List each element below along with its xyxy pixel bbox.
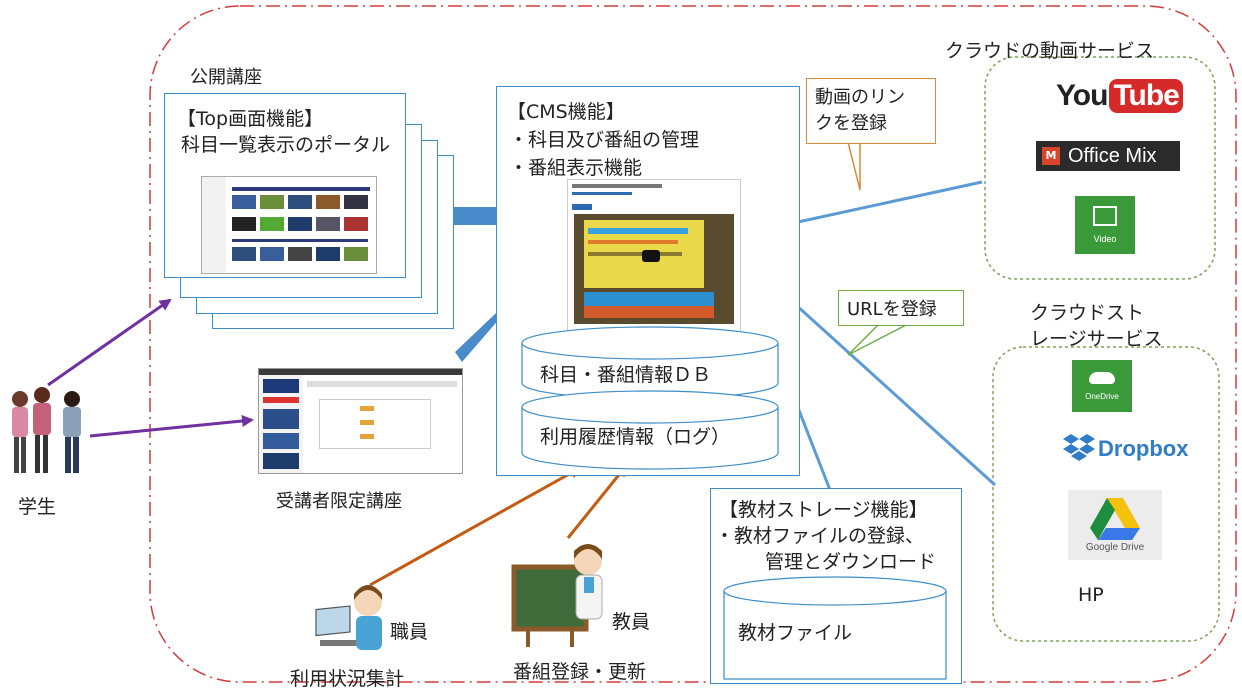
dropbox-icon <box>1063 434 1095 461</box>
public-course-label: 公開講座 <box>190 67 262 88</box>
office-mix-icon: M <box>1042 147 1060 165</box>
restricted-course-screenshot <box>258 368 463 474</box>
teacher-task-label: 番組登録・更新 <box>513 661 647 683</box>
storage-line-2: 管理とダウンロード <box>765 551 937 573</box>
url-register-text: URLを登録 <box>847 299 937 320</box>
top-box-title: 【Top画面機能】 <box>177 108 324 130</box>
materials-cylinder <box>723 576 947 680</box>
cms-box-title: 【CMS機能】 <box>507 101 625 123</box>
staff-label: 職員 <box>390 621 429 643</box>
cms-item-2: ・番組表示機能 <box>509 157 643 179</box>
video-link-callout: 動画のリン クを登録 <box>806 78 936 144</box>
staff-to-log-arrow <box>369 466 582 587</box>
cms-item-1: ・科目及び番組の管理 <box>509 129 700 151</box>
youtube-you-text: You <box>1056 79 1108 112</box>
hp-label: HP <box>1078 584 1104 606</box>
top-function-box: 【Top画面機能】 科目一覧表示のポータル <box>164 93 406 278</box>
storage-line-1: ・教材ファイルの登録、 <box>715 525 925 547</box>
google-drive-logo: Google Drive <box>1068 490 1162 560</box>
staff-task-label: 利用状況集計 <box>290 668 405 690</box>
db-cylinders <box>521 326 779 470</box>
materials-label: 教材ファイル <box>738 622 853 644</box>
youtube-logo: You Tube <box>1056 76 1183 116</box>
google-drive-text: Google Drive <box>1085 541 1145 553</box>
google-drive-icon <box>1090 497 1140 540</box>
video-link-line-1: 動画のリン <box>815 87 905 108</box>
video-link-line-2: クを登録 <box>815 113 887 134</box>
storage-box-title: 【教材ストレージ機能】 <box>719 499 928 521</box>
staff-illustration <box>315 585 382 650</box>
cloud-storage-label-2: レージサービス <box>1030 328 1163 350</box>
video-icon <box>1093 206 1117 226</box>
url-register-callout: URLを登録 <box>838 290 964 326</box>
onedrive-text: OneDrive <box>1085 391 1119 401</box>
db-usage-log: 利用履歴情報（ログ） <box>540 426 731 448</box>
top-box-subtitle: 科目一覧表示のポータル <box>181 134 391 156</box>
student-to-top-arrow <box>47 298 172 387</box>
dropbox-logo: Dropbox <box>1062 432 1188 466</box>
dropbox-text: Dropbox <box>1098 436 1189 461</box>
student-label: 学生 <box>18 496 57 518</box>
top-to-cms-arrow <box>420 196 540 236</box>
office-mix-logo: M Office Mix <box>1036 141 1180 171</box>
db-subject-program: 科目・番組情報ＤＢ <box>540 364 712 386</box>
video-text: Video <box>1093 234 1117 244</box>
teacher-illustration <box>511 544 603 647</box>
cloud-storage-label-1: クラウドスト <box>1030 302 1145 324</box>
student-to-restricted-arrow <box>89 415 254 438</box>
youtube-tube-text: Tube <box>1109 79 1183 113</box>
video-app-logo: Video <box>1075 196 1135 254</box>
teacher-to-log-arrow <box>566 464 628 539</box>
restricted-course-label: 受講者限定講座 <box>276 491 402 512</box>
students-illustration <box>12 387 81 473</box>
onedrive-logo: OneDrive <box>1072 360 1132 412</box>
onedrive-cloud-icon <box>1089 371 1115 384</box>
office-mix-text: Office Mix <box>1068 144 1157 167</box>
teacher-label: 教員 <box>612 611 651 633</box>
cloud-video-label: クラウドの動画サービス <box>945 40 1155 62</box>
system-boundary <box>149 5 1237 683</box>
portal-screenshot <box>201 176 377 274</box>
